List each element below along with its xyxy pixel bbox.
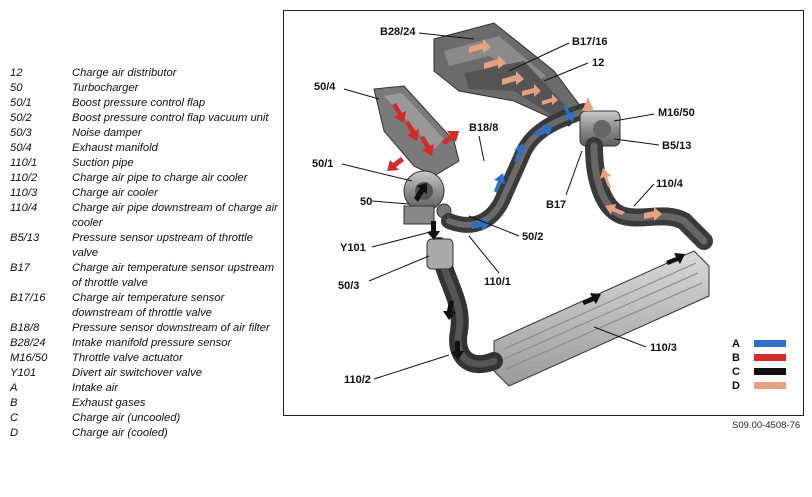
- label-12: 12: [592, 57, 604, 69]
- label-b28-24: B28/24: [380, 26, 416, 38]
- charge-air-cooler: [493, 250, 710, 387]
- label-b17-16: B17/16: [572, 36, 607, 48]
- noise-damper: [426, 238, 454, 270]
- reference-code: S09.00-4508-76: [732, 420, 801, 431]
- leader-lines: [341, 32, 660, 380]
- diagram-frame: B28/24 B17/16 12 50/4 B18/8 M16/50 B5/13…: [283, 10, 804, 416]
- label-50-4: 50/4: [314, 81, 336, 93]
- key-letter-d: D: [732, 380, 740, 392]
- charge-air-pipe-downstream: [585, 137, 713, 250]
- key-letter-c: C: [732, 366, 740, 378]
- manifold-flow-arrows: [469, 39, 558, 105]
- label-50-2: 50/2: [522, 231, 543, 243]
- label-y101: Y101: [340, 242, 366, 254]
- label-110-4: 110/4: [656, 178, 684, 190]
- label-b17: B17: [546, 199, 566, 211]
- throttle-valve: [579, 97, 621, 147]
- label-m16-50: M16/50: [658, 107, 695, 119]
- label-110-3: 110/3: [650, 342, 677, 354]
- exhaust-flow-arrows: [387, 103, 459, 171]
- color-key: A B C D: [732, 338, 786, 392]
- label-b18-8: B18/8: [469, 122, 498, 134]
- label-50-3: 50/3: [338, 280, 359, 292]
- air-system-diagram: B28/24 B17/16 12 50/4 B18/8 M16/50 B5/13…: [312, 22, 786, 392]
- key-letter-b: B: [732, 352, 740, 364]
- label-110-2: 110/2: [344, 374, 371, 386]
- uncooled-flow-arrows: [414, 183, 440, 240]
- label-50: 50: [360, 196, 372, 208]
- key-swatch-c: [754, 368, 786, 375]
- key-swatch-a: [754, 340, 786, 347]
- label-110-1: 110/1: [484, 276, 511, 288]
- intake-flow-arrows: [472, 105, 574, 231]
- suction-pipe: [441, 103, 592, 233]
- key-swatch-d: [754, 382, 786, 389]
- key-swatch-b: [754, 354, 786, 361]
- label-b5-13: B5/13: [662, 140, 691, 152]
- label-50-1: 50/1: [312, 158, 333, 170]
- key-letter-a: A: [732, 338, 740, 350]
- charge-air-pipe-to-cooler: [430, 237, 503, 374]
- charge-air-distributor: [433, 22, 585, 127]
